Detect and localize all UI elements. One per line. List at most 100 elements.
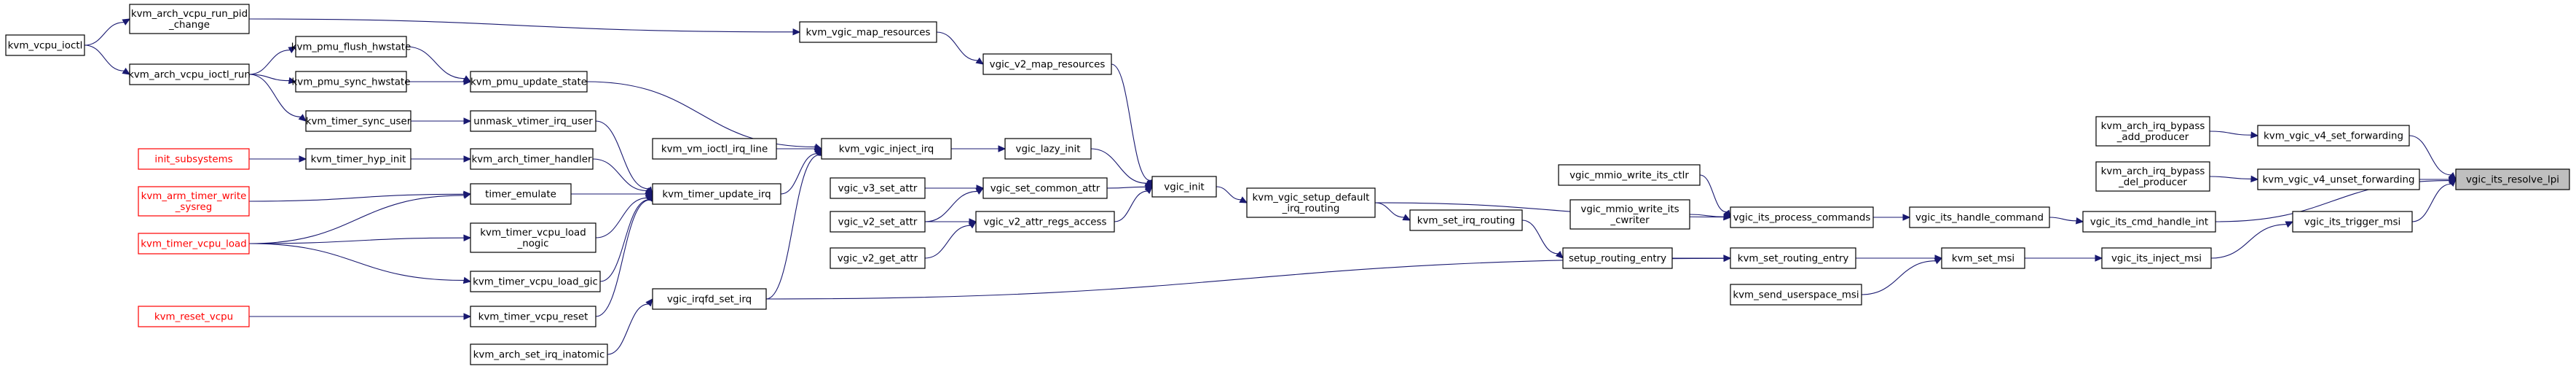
node-label: vgic_v2_attr_regs_access xyxy=(984,217,1107,228)
graph-node-kvm-arch-timer-handler[interactable]: kvm_arch_timer_handler xyxy=(470,148,594,170)
node-label: kvm_arch_vcpu_ioctl_run xyxy=(128,70,251,81)
graph-node-vgic-mmio-write-its-ctlr[interactable]: vgic_mmio_write_its_ctlr xyxy=(1558,164,1701,186)
graph-node-kvm-vgic-inject-irq[interactable]: kvm_vgic_inject_irq xyxy=(821,138,952,160)
graph-node-kvm-timer-vcpu-load-nogic[interactable]: kvm_timer_vcpu_load_nogic xyxy=(470,222,596,253)
graph-node-kvm-timer-update-irq[interactable]: kvm_timer_update_irq xyxy=(652,183,781,205)
node-box xyxy=(470,110,596,132)
graph-node-kvm-vgic-v4-unset-forwarding[interactable]: kvm_vgic_v4_unset_forwarding xyxy=(2257,168,2420,190)
call-edge xyxy=(248,193,465,202)
graph-node-kvm-timer-vcpu-load[interactable]: kvm_timer_vcpu_load xyxy=(138,233,250,255)
graph-node-kvm-arch-set-irq-inatomic[interactable]: kvm_arch_set_irq_inatomic xyxy=(470,343,608,365)
call-edge-arrowhead xyxy=(462,192,472,199)
node-label: init_subsystems xyxy=(154,155,232,166)
graph-node-timer-emulate[interactable]: timer_emulate xyxy=(470,183,572,205)
node-box xyxy=(652,288,767,310)
graph-node-kvm-vm-ioctl-irq-line[interactable]: kvm_vm_ioctl_irq_line xyxy=(652,138,777,160)
graph-node-setup-routing-entry[interactable]: setup_routing_entry xyxy=(1562,247,1673,269)
graph-node-kvm-vgic-map-resources[interactable]: kvm_vgic_map_resources xyxy=(799,21,937,43)
graph-node-kvm-timer-sync-user[interactable]: kvm_timer_sync_user xyxy=(305,110,411,132)
graph-node-vgic-v2-get-attr[interactable]: vgic_v2_get_attr xyxy=(830,247,926,269)
graph-node-vgic-mmio-write-its-cwriter[interactable]: vgic_mmio_write_its_cwriter xyxy=(1569,199,1690,230)
call-edge xyxy=(924,190,978,222)
graph-node-vgic-its-inject-msi[interactable]: vgic_its_inject_msi xyxy=(2101,247,2212,269)
graph-node-vgic-init[interactable]: vgic_init xyxy=(1151,176,1217,198)
call-edge xyxy=(1374,202,1404,218)
node-label: vgic_its_handle_command xyxy=(1915,213,2044,224)
node-box xyxy=(1558,164,1701,186)
call-edge-arrowhead xyxy=(462,276,472,284)
call-edge-arrowhead xyxy=(463,117,472,125)
node-box xyxy=(2082,211,2216,233)
edges-layer xyxy=(84,18,2457,355)
node-box xyxy=(982,177,1108,199)
node-label: kvm_pmu_sync_hwstate xyxy=(292,77,411,88)
graph-node-kvm-pmu-update-state[interactable]: kvm_pmu_update_state xyxy=(470,71,588,93)
node-label: vgic_its_trigger_msi xyxy=(2304,217,2401,228)
graph-node-kvm-arm-timer-write-sysreg[interactable]: kvm_arm_timer_write_sysreg xyxy=(138,186,250,217)
call-edge xyxy=(586,81,816,148)
graph-node-kvm-vcpu-ioctl[interactable]: kvm_vcpu_ioctl xyxy=(5,34,85,56)
call-edge-arrowhead xyxy=(2285,221,2294,228)
node-label: vgic_its_inject_msi xyxy=(2111,254,2202,265)
graph-node-kvm-arch-irq-bypass-add-producer[interactable]: kvm_arch_irq_bypass_add_producer xyxy=(2095,116,2210,147)
node-box xyxy=(830,177,926,199)
call-edge-arrowhead xyxy=(2448,176,2457,184)
node-label: kvm_vgic_setup_default xyxy=(1253,193,1370,203)
graph-node-vgic-its-trigger-msi[interactable]: vgic_its_trigger_msi xyxy=(2292,211,2413,233)
node-box xyxy=(1909,206,2050,228)
graph-node-vgic-lazy-init[interactable]: vgic_lazy_init xyxy=(1004,138,1092,160)
graph-node-vgic-its-handle-command[interactable]: vgic_its_handle_command xyxy=(1909,206,2050,228)
graph-node-vgic-set-common-attr[interactable]: vgic_set_common_attr xyxy=(982,177,1108,199)
node-label: vgic_mmio_write_its xyxy=(1580,204,1679,215)
graph-node-kvm-send-userspace-msi[interactable]: kvm_send_userspace_msi xyxy=(1730,284,1862,306)
graph-node-vgic-v3-set-attr[interactable]: vgic_v3_set_attr xyxy=(830,177,926,199)
node-box xyxy=(305,148,411,170)
graph-node-kvm-set-routing-entry[interactable]: kvm_set_routing_entry xyxy=(1730,247,1856,269)
call-edge xyxy=(248,74,302,117)
graph-node-kvm-reset-vcpu[interactable]: kvm_reset_vcpu xyxy=(138,306,250,327)
graph-node-unmask-vtimer-irq-user[interactable]: unmask_vtimer_irq_user xyxy=(470,110,596,132)
call-edge-arrowhead xyxy=(1239,196,1248,203)
graph-node-kvm-vgic-v4-set-forwarding[interactable]: kvm_vgic_v4_set_forwarding xyxy=(2257,125,2410,147)
graph-node-kvm-vgic-setup-default-irq-routing[interactable]: kvm_vgic_setup_default_irq_routing xyxy=(1246,187,1376,218)
node-label: kvm_set_msi xyxy=(1952,254,2014,265)
call-edge-arrowhead xyxy=(975,57,985,65)
call-edge-arrowhead xyxy=(792,28,801,36)
graph-node-vgic-irqfd-set-irq[interactable]: vgic_irqfd_set_irq xyxy=(652,288,767,310)
node-label: kvm_set_irq_routing xyxy=(1417,216,1516,227)
call-edge-arrowhead xyxy=(122,67,131,75)
call-edge xyxy=(780,153,818,195)
node-box xyxy=(305,110,411,132)
node-box xyxy=(295,36,407,58)
node-box xyxy=(138,233,250,255)
graph-node-vgic-v2-map-resources[interactable]: vgic_v2_map_resources xyxy=(982,53,1112,75)
graph-node-kvm-set-msi[interactable]: kvm_set_msi xyxy=(1941,247,2025,269)
node-label: kvm_timer_vcpu_load xyxy=(480,228,586,238)
graph-node-kvm-arch-irq-bypass-del-producer[interactable]: kvm_arch_irq_bypass_del_producer xyxy=(2095,161,2210,192)
node-label: vgic_set_common_attr xyxy=(990,184,1100,195)
graph-node-kvm-arch-vcpu-ioctl-run[interactable]: kvm_arch_vcpu_ioctl_run xyxy=(128,63,251,85)
node-label: unmask_vtimer_irq_user xyxy=(473,117,593,128)
graph-node-kvm-timer-hyp-init[interactable]: kvm_timer_hyp_init xyxy=(305,148,411,170)
node-box xyxy=(1562,247,1673,269)
node-box xyxy=(5,34,85,56)
graph-node-kvm-timer-vcpu-load-gic[interactable]: kvm_timer_vcpu_load_gic xyxy=(470,271,601,292)
graph-node-vgic-its-process-commands[interactable]: vgic_its_process_commands xyxy=(1730,206,1874,228)
node-box xyxy=(821,138,952,160)
graph-node-vgic-v2-attr-regs-access[interactable]: vgic_v2_attr_regs_access xyxy=(975,211,1115,233)
graph-node-vgic-its-cmd-handle-int[interactable]: vgic_its_cmd_handle_int xyxy=(2082,211,2216,233)
call-edge-arrowhead xyxy=(2075,217,2084,225)
graph-node-vgic-its-resolve-lpi[interactable]: vgic_its_resolve_lpi xyxy=(2455,168,2570,190)
node-label: kvm_arm_timer_write xyxy=(141,191,247,202)
graph-node-kvm-arch-vcpu-run-pid-change[interactable]: kvm_arch_vcpu_run_pid_change xyxy=(129,4,250,34)
graph-node-kvm-pmu-flush-hwstate[interactable]: kvm_pmu_flush_hwstate xyxy=(291,36,411,58)
call-edge xyxy=(84,44,125,71)
graph-node-kvm-pmu-sync-hwstate[interactable]: kvm_pmu_sync_hwstate xyxy=(292,71,411,93)
graph-node-kvm-timer-vcpu-reset[interactable]: kvm_timer_vcpu_reset xyxy=(470,306,596,327)
call-edge xyxy=(2408,135,2451,176)
graph-node-vgic-v2-set-attr[interactable]: vgic_v2_set_attr xyxy=(830,211,926,233)
graph-node-kvm-set-irq-routing[interactable]: kvm_set_irq_routing xyxy=(1409,209,1523,231)
node-label: setup_routing_entry xyxy=(1569,254,1666,265)
graph-node-init-subsystems[interactable]: init_subsystems xyxy=(138,148,250,170)
node-label: _change xyxy=(168,20,210,31)
